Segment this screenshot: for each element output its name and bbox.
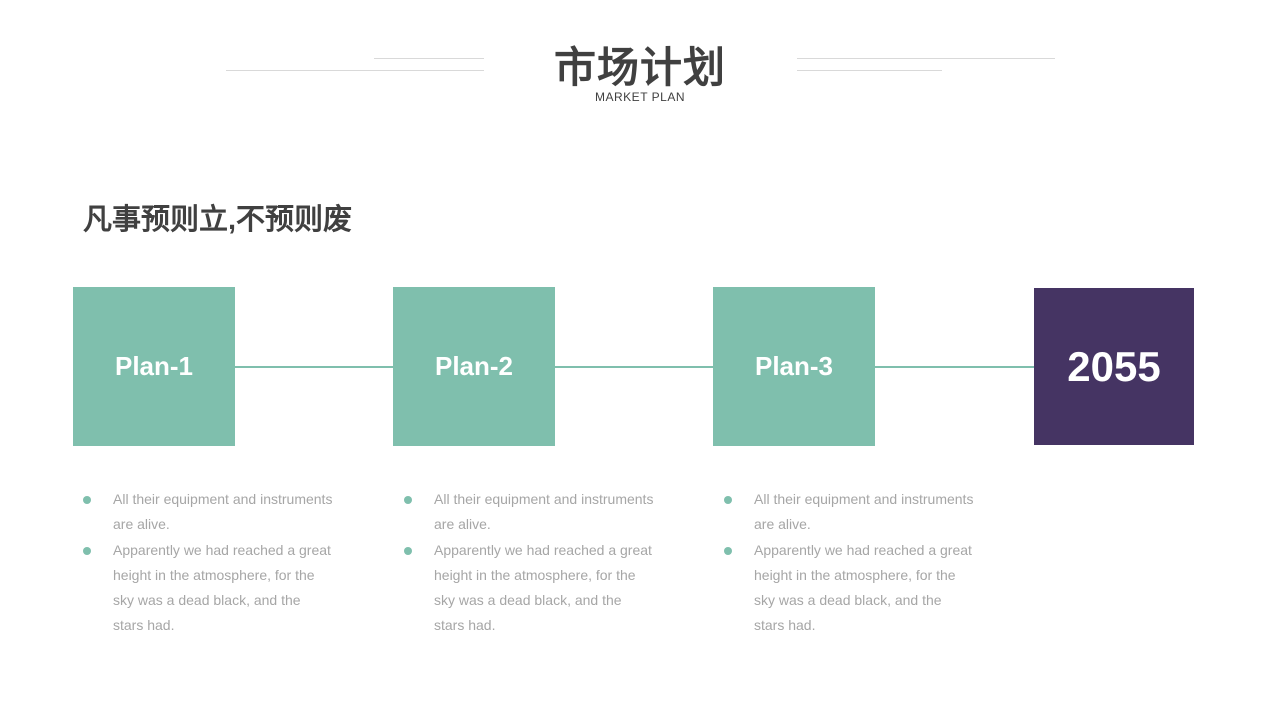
page-title: 市场计划 xyxy=(553,44,726,91)
plan-1-bullet-list: All their equipment and instruments are … xyxy=(83,487,333,639)
timeline-connector-2 xyxy=(555,366,713,368)
bullet-dot-icon xyxy=(404,496,412,504)
section-heading: 凡事预则立,不预则废 xyxy=(83,204,353,236)
list-item: Apparently we had reached a great height… xyxy=(724,538,974,639)
bullet-dot-icon xyxy=(83,496,91,504)
list-item: All their equipment and instruments are … xyxy=(724,487,974,538)
bullet-text: Apparently we had reached a great height… xyxy=(434,541,652,634)
list-item: All their equipment and instruments are … xyxy=(404,487,654,538)
list-item: Apparently we had reached a great height… xyxy=(404,538,654,639)
header-deco-line-right-short xyxy=(797,70,942,71)
plan-box-1: Plan-1 xyxy=(73,287,235,446)
list-item: All their equipment and instruments are … xyxy=(83,487,333,538)
bullet-text: Apparently we had reached a great height… xyxy=(754,541,972,634)
bullet-text: All their equipment and instruments are … xyxy=(754,491,974,533)
bullet-dot-icon xyxy=(404,546,412,555)
header-deco-line-left-long xyxy=(226,70,484,71)
plan-3-bullet-list: All their equipment and instruments are … xyxy=(724,487,974,639)
page-subtitle: MARKET PLAN xyxy=(595,90,685,104)
plan-2-bullet-list: All their equipment and instruments are … xyxy=(404,487,654,639)
bullet-text: All their equipment and instruments are … xyxy=(434,491,654,533)
timeline-connector-1 xyxy=(235,366,393,368)
plan-box-2: Plan-2 xyxy=(393,287,555,446)
header-deco-line-right-long xyxy=(797,58,1055,59)
year-box: 2055 xyxy=(1034,288,1194,445)
bullet-text: All their equipment and instruments are … xyxy=(113,491,333,533)
bullet-dot-icon xyxy=(724,546,732,555)
timeline-connector-3 xyxy=(875,366,1034,368)
bullet-dot-icon xyxy=(724,496,732,504)
list-item: Apparently we had reached a great height… xyxy=(83,538,333,639)
header-deco-line-left-short xyxy=(374,58,484,59)
bullet-text: Apparently we had reached a great height… xyxy=(113,541,331,634)
plan-box-3: Plan-3 xyxy=(713,287,875,446)
bullet-dot-icon xyxy=(83,546,91,555)
